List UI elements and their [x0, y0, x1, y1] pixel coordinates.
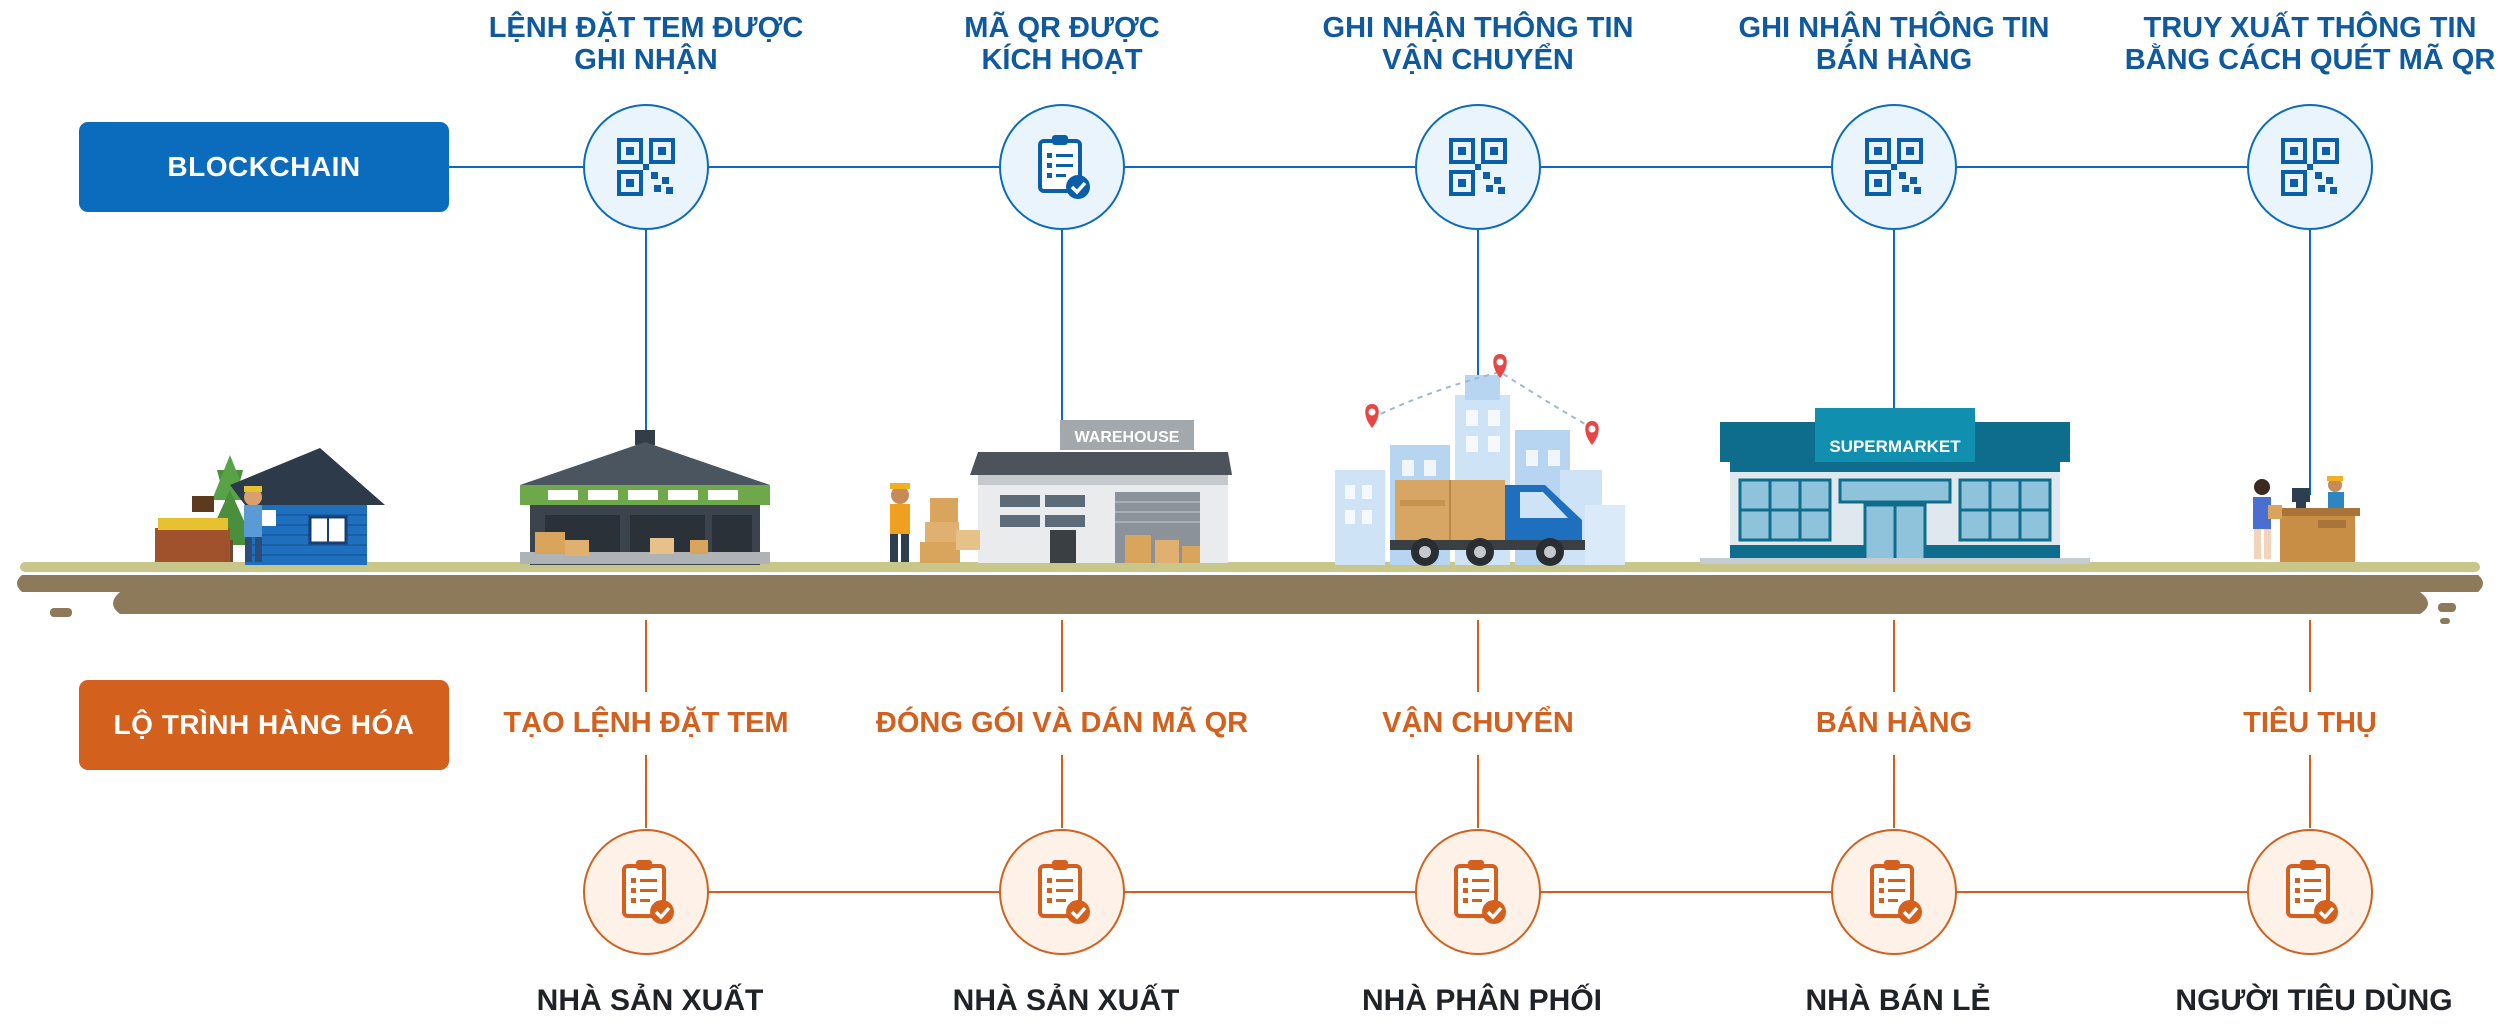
blockchain-node-2: [999, 104, 1125, 230]
blockchain-node-5: [2247, 104, 2373, 230]
blockchain-node-4: [1831, 104, 1957, 230]
blockchain-lane-label: BLOCKCHAIN: [79, 122, 449, 212]
actor-label-1: NHÀ SẢN XUẤT: [536, 984, 764, 1017]
goods-route-lane-label: LỘ TRÌNH HÀNG HÓA: [79, 680, 449, 770]
route-node-5: [2247, 829, 2373, 955]
checkout-counter-illustration: [2253, 476, 2360, 562]
route-action-4: BÁN HÀNG: [1815, 707, 1973, 739]
actor-label-5: NGƯỜI TIÊU DÙNG: [2175, 984, 2453, 1017]
supermarket-sign: SUPERMARKET: [1829, 437, 1961, 456]
route-node-2: [999, 829, 1125, 955]
route-node-1: [583, 829, 709, 955]
route-connectors: [645, 620, 2311, 828]
ground-road: [17, 562, 2483, 624]
blockchain-connectors: [645, 230, 2311, 495]
warehouse-illustration: WAREHOUSE: [890, 420, 1232, 563]
blockchain-node-1: [583, 104, 709, 230]
delivery-truck-illustration: [1335, 354, 1625, 566]
actor-label-3: NHÀ PHÂN PHỐI: [1361, 984, 1603, 1017]
route-node-4: [1831, 829, 1957, 955]
route-nodes: [583, 829, 2373, 955]
warehouse-sign: WAREHOUSE: [1075, 429, 1180, 446]
actor-label-2: NHÀ SẢN XUẤT: [952, 984, 1180, 1017]
actor-label-4: NHÀ BÁN LẺ: [1805, 984, 1991, 1017]
farm-house-illustration: [155, 448, 385, 565]
factory-illustration: [520, 430, 770, 565]
route-action-2: ĐÓNG GÓI VÀ DÁN MÃ QR: [875, 707, 1249, 739]
supermarket-illustration: SUPERMARKET: [1700, 408, 2090, 564]
route-node-3: [1415, 829, 1541, 955]
blockchain-node-3: [1415, 104, 1541, 230]
route-action-1: TẠO LỆNH ĐẶT TEM: [503, 707, 789, 739]
route-action-5: TIÊU THỤ: [2243, 707, 2377, 739]
route-action-3: VẬN CHUYỂN: [1382, 707, 1574, 739]
blockchain-nodes: [583, 104, 2373, 230]
